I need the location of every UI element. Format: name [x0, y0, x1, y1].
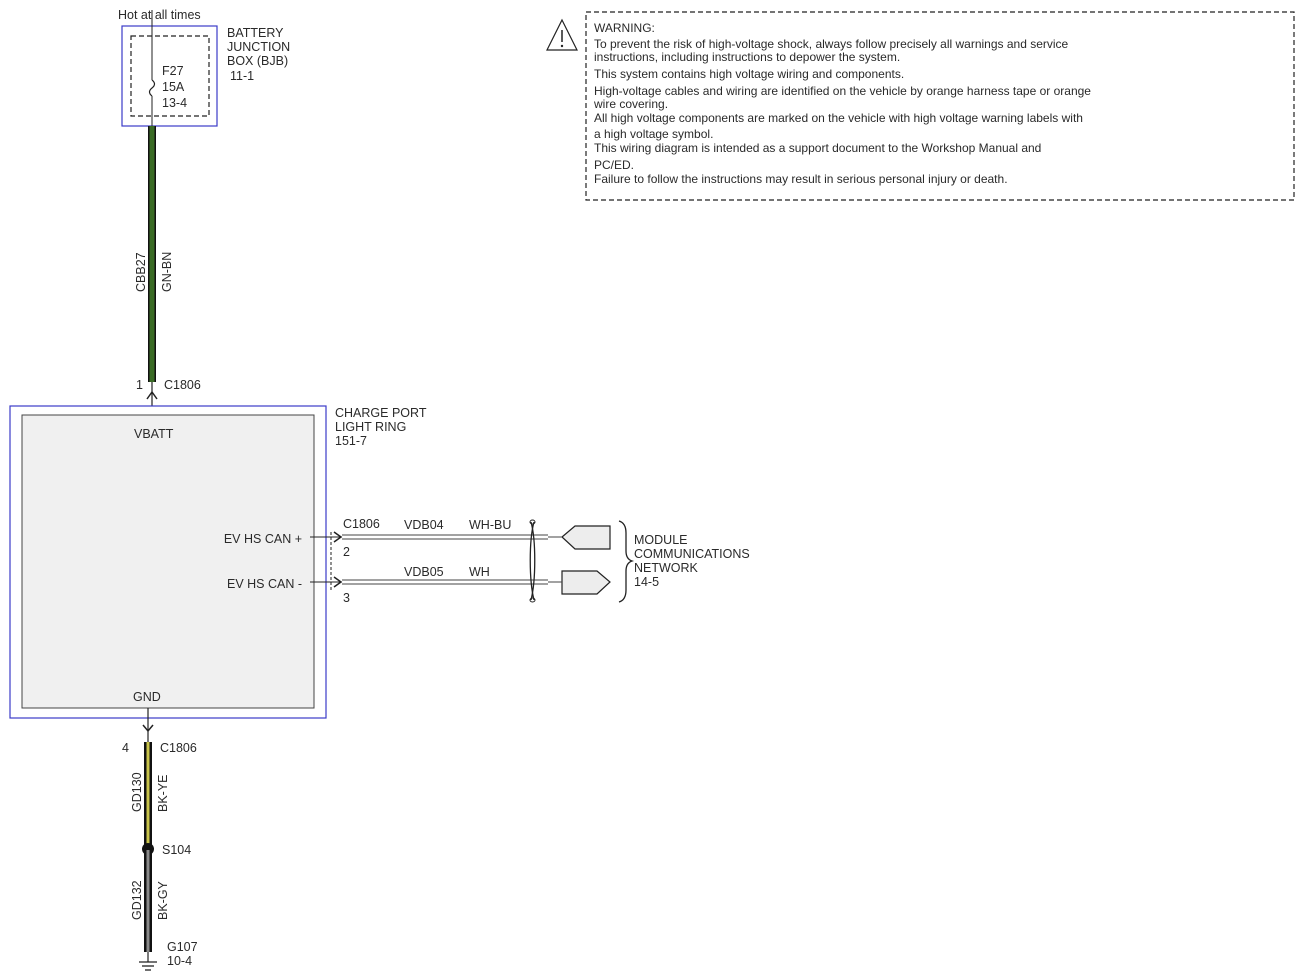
warning-line: This wiring diagram is intended as a sup… — [594, 141, 1041, 155]
warning-text: To prevent the risk of high-voltage shoc… — [593, 37, 1091, 186]
connector-bottom-pin: 4 — [122, 741, 129, 755]
connector-top-name: C1806 — [164, 378, 201, 392]
wire-cbb27-circuit: CBB27 — [134, 252, 148, 292]
network-line3: NETWORK — [634, 561, 699, 575]
module-pin-vbatt: VBATT — [134, 427, 174, 441]
bjb-name-line3: BOX (BJB) — [227, 54, 288, 68]
module-pin-gnd: GND — [133, 690, 161, 704]
connector-bottom-arrow-icon — [142, 724, 154, 733]
module-name-line1: CHARGE PORT — [335, 406, 427, 420]
network-line1: MODULE — [634, 533, 687, 547]
network-ref: 14-5 — [634, 575, 659, 589]
bjb-inner-dashed — [130, 35, 210, 117]
can-connector-name: C1806 — [343, 517, 380, 531]
can-minus-pin: 3 — [343, 591, 350, 605]
wire-vdb05-color: WH — [469, 565, 490, 579]
connector-top-arrow-icon — [146, 390, 158, 400]
bjb-ref: 11-1 — [230, 69, 254, 83]
warning-box — [585, 11, 1295, 201]
fuse-id: F27 — [162, 64, 184, 78]
network-arrow-plus-icon — [561, 525, 611, 550]
network-arrow-minus-icon — [561, 570, 611, 595]
fuse-icon — [148, 79, 156, 97]
wire-gd130-circuit: GD130 — [130, 772, 144, 812]
connector-top-pin: 1 — [136, 378, 143, 392]
ground-name: G107 — [167, 940, 198, 954]
fuse-rating: 15A — [162, 80, 185, 94]
module-pin-can-minus: EV HS CAN - — [227, 577, 302, 591]
twisted-pair-icon-b — [529, 521, 535, 601]
warning-line: To prevent the risk of high-voltage shoc… — [594, 37, 1069, 51]
wire-gd132-color: BK-GY — [156, 880, 170, 920]
twisted-pair-top-cap — [529, 519, 536, 525]
warning-title: WARNING: — [594, 21, 655, 35]
module-pin-can-plus: EV HS CAN + — [224, 532, 302, 546]
connector-bottom-name: C1806 — [160, 741, 197, 755]
module-inner-box — [21, 414, 315, 709]
bjb-name-line2: JUNCTION — [227, 40, 290, 54]
wire-vdb04-color: WH-BU — [469, 518, 511, 532]
warning-line: instructions, including instructions to … — [594, 50, 900, 64]
can-plus-connector-icon — [333, 531, 343, 543]
can-plus-pin: 2 — [343, 545, 350, 559]
warning-line: a high voltage symbol. — [594, 127, 713, 141]
bjb-box — [121, 25, 218, 127]
warning-line: PC/ED. — [594, 158, 634, 172]
module-name-line2: LIGHT RING — [335, 420, 406, 434]
network-line2: COMMUNICATIONS — [634, 547, 750, 561]
warning-line: Failure to follow the instructions may r… — [594, 172, 1008, 186]
splice-name: S104 — [162, 843, 191, 857]
bjb-name-line1: BATTERY — [227, 26, 284, 40]
wire-cbb27-color: GN-BN — [160, 252, 174, 292]
network-brace — [618, 520, 635, 603]
wire-gd130-color: BK-YE — [156, 774, 170, 812]
hot-at-all-times-label: Hot at all times — [118, 8, 201, 22]
ground-ref: 10-4 — [167, 954, 192, 968]
wire-vdb05-circuit: VDB05 — [404, 565, 444, 579]
warning-line: High-voltage cables and wiring are ident… — [594, 84, 1091, 98]
fuse-ref: 13-4 — [162, 96, 187, 110]
warning-line: All high voltage components are marked o… — [594, 111, 1083, 125]
twisted-pair-bottom-cap — [529, 597, 536, 603]
wire-gd132-circuit: GD132 — [130, 880, 144, 920]
warning-exclamation-dot — [560, 44, 564, 48]
can-minus-connector-icon — [333, 576, 343, 588]
warning-line: This system contains high voltage wiring… — [594, 67, 904, 81]
warning-line: wire covering. — [593, 97, 668, 111]
module-ref: 151-7 — [335, 434, 367, 448]
wire-vdb04-circuit: VDB04 — [404, 518, 444, 532]
